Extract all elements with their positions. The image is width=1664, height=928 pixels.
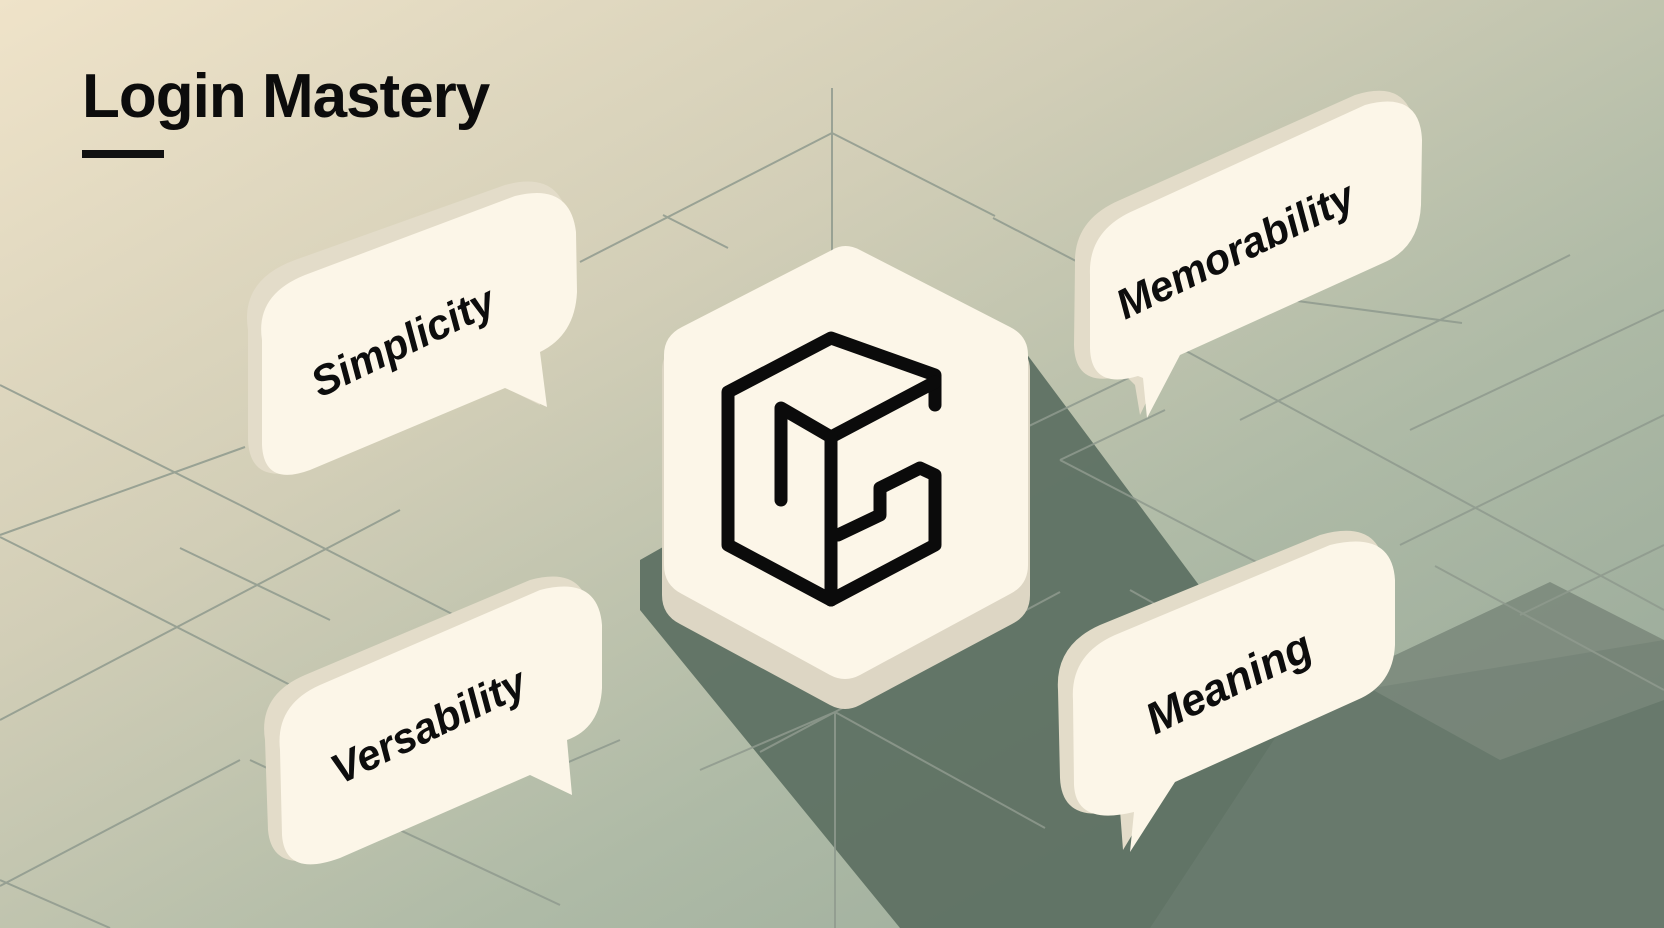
center-logo-tile[interactable] [662,246,1030,709]
bubble-meaning[interactable]: Meaning [1057,530,1395,852]
bubble-face [1072,541,1395,852]
bubble-face [261,192,577,475]
hexagon-face [664,246,1028,679]
bubble-simplicity[interactable]: Simplicity [246,181,577,475]
bubble-face [279,586,602,865]
bubble-face [1089,101,1422,419]
bubble-versability[interactable]: Versability [264,576,602,865]
isometric-cube-logo-icon [721,331,942,607]
shadow-gradient [1150,640,1664,928]
bubble-memorability[interactable]: Memorability [1074,90,1422,419]
title-block: Login Mastery [82,62,490,158]
title-underline [82,150,164,158]
page-title: Login Mastery [82,62,490,131]
